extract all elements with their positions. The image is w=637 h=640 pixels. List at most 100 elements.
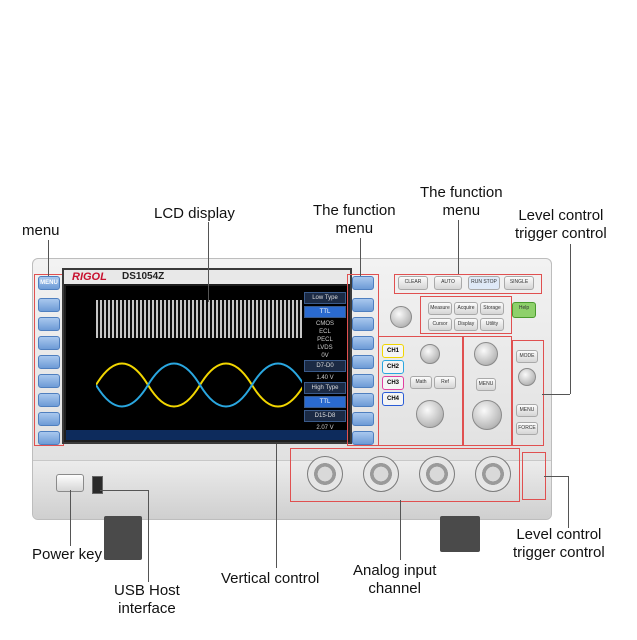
leader-vertical-control	[276, 444, 277, 568]
leader-function-menu-2	[458, 220, 459, 274]
ch2-waveform	[96, 362, 302, 408]
side-panel-item-5: PECL	[317, 337, 333, 343]
brand-row: RIGOL DS1054Z	[64, 270, 350, 284]
menu-softkey-4[interactable]	[38, 355, 60, 369]
display-button[interactable]: Display	[454, 318, 478, 331]
run-stop-button[interactable]: RUN STOP	[468, 276, 500, 290]
force-button[interactable]: FORCE	[516, 422, 538, 435]
softkey-down[interactable]	[352, 431, 374, 445]
multipurpose-knob[interactable]	[390, 306, 412, 328]
ref-button[interactable]: Ref	[434, 376, 456, 389]
analog-input-frame	[290, 448, 520, 502]
side-panel-item-10: High Type	[304, 382, 346, 394]
horizontal-scale-knob[interactable]	[472, 400, 502, 430]
side-panel-item-3: CMOS	[316, 321, 334, 327]
left-foot	[104, 516, 142, 560]
menu-button[interactable]: MENU	[38, 276, 60, 290]
storage-button[interactable]: Storage	[480, 302, 504, 315]
measure-button[interactable]: Measure	[428, 302, 452, 315]
leader-menu	[48, 240, 49, 276]
ch4-button[interactable]: CH4	[382, 392, 404, 406]
utility-button[interactable]: Utility	[480, 318, 504, 331]
menu-softkey-2[interactable]	[38, 317, 60, 331]
softkey-5[interactable]	[352, 374, 374, 388]
single-button[interactable]: SINGLE	[504, 276, 534, 290]
side-panel-item-2: TTL	[304, 306, 346, 318]
acquire-button[interactable]: Acquire	[454, 302, 478, 315]
usb-host-port[interactable]	[92, 476, 103, 494]
softkey-6[interactable]	[352, 393, 374, 407]
ch1-button[interactable]: CH1	[382, 344, 404, 358]
auto-button[interactable]: AUTO	[434, 276, 462, 290]
ext-trigger-frame	[522, 452, 546, 500]
trigger-control-frame	[512, 340, 544, 446]
softkey-up[interactable]	[352, 276, 374, 290]
ch2-button[interactable]: CH2	[382, 360, 404, 374]
math-button[interactable]: Math	[410, 376, 432, 389]
softkey-7[interactable]	[352, 412, 374, 426]
callout-lcd-display: LCD display	[154, 205, 235, 222]
softkey-3[interactable]	[352, 336, 374, 350]
cursor-button[interactable]: Cursor	[428, 318, 452, 331]
leader-power	[70, 490, 71, 546]
vertical-position-knob[interactable]	[420, 344, 440, 364]
side-panel-item-12: D15-D8	[304, 410, 346, 422]
callout-level-trigger-top: Level control trigger control	[515, 207, 607, 242]
menu-highlight-frame	[34, 274, 64, 446]
ch3-button[interactable]: CH3	[382, 376, 404, 390]
softkey-2[interactable]	[352, 317, 374, 331]
vertical-control-frame	[378, 336, 464, 446]
softkey-1[interactable]	[352, 298, 374, 312]
leader-trigger-bottom-h	[544, 476, 568, 477]
leader-trigger-top-v	[570, 244, 571, 394]
menu-up-button[interactable]	[38, 431, 60, 445]
menu-softkey-6[interactable]	[38, 393, 60, 407]
side-panel-item-9: 1.40 V	[316, 375, 334, 381]
callout-level-trigger-bottom: Level control trigger control	[513, 526, 605, 561]
menu-softkey-7[interactable]	[38, 412, 60, 426]
right-foot	[440, 516, 480, 552]
analog-input-panel	[285, 446, 547, 502]
leader-trigger-top-h	[542, 394, 570, 395]
menu-softkey-3[interactable]	[38, 336, 60, 350]
brand-logo: RIGOL	[72, 271, 107, 283]
side-panel-item-7: 0V	[321, 353, 329, 359]
ch2-input-connector[interactable]	[363, 456, 399, 492]
leader-usb-v	[148, 490, 149, 582]
menu-softkey-5[interactable]	[38, 374, 60, 388]
menu-softkey-1[interactable]	[38, 298, 60, 312]
leader-analog-input	[400, 500, 401, 560]
side-panel-item-11: TTL	[304, 396, 346, 408]
front-trim	[33, 460, 551, 519]
callout-menu: menu	[22, 222, 60, 239]
leader-trigger-bottom-v	[568, 476, 569, 528]
horizontal-position-knob[interactable]	[474, 342, 498, 366]
help-button[interactable]: Help	[512, 302, 536, 318]
side-panel-item-1: Low Type	[304, 292, 346, 304]
ch3-input-connector[interactable]	[419, 456, 455, 492]
callout-vertical-control: Vertical control	[221, 570, 320, 587]
side-panel-item-8: D7-D0	[304, 360, 346, 372]
leader-lcd	[208, 222, 209, 302]
digital-channels	[96, 300, 302, 338]
callout-usb-host: USB Host interface	[114, 582, 180, 617]
horizontal-menu-button[interactable]: MENU	[476, 378, 496, 391]
trigger-level-knob[interactable]	[518, 368, 536, 386]
softkey-4[interactable]	[352, 355, 374, 369]
callout-analog-input: Analog input channel	[353, 562, 437, 597]
screen-side-panel: Low Type TTL CMOS ECL PECL LVDS 0V D7-D0…	[304, 292, 346, 431]
trigger-mode-button[interactable]: MODE	[516, 350, 538, 363]
model-label: DS1054Z	[122, 271, 165, 282]
vertical-scale-knob[interactable]	[416, 400, 444, 428]
ch4-input-connector[interactable]	[475, 456, 511, 492]
callout-function-menu-1: The function menu	[313, 202, 396, 237]
function-menu-frame	[347, 274, 379, 446]
clear-button[interactable]: CLEAR	[398, 276, 428, 290]
callout-function-menu-2: The function menu	[420, 184, 503, 219]
ch1-input-connector[interactable]	[307, 456, 343, 492]
side-panel-item-13: 2.07 V	[316, 425, 334, 431]
control-panel: CLEAR AUTO RUN STOP SINGLE Measure Acqui…	[376, 270, 542, 444]
horizontal-control-frame	[462, 336, 512, 446]
trigger-menu-button[interactable]: MENU	[516, 404, 538, 417]
side-panel-item-4: ECL	[319, 329, 331, 335]
